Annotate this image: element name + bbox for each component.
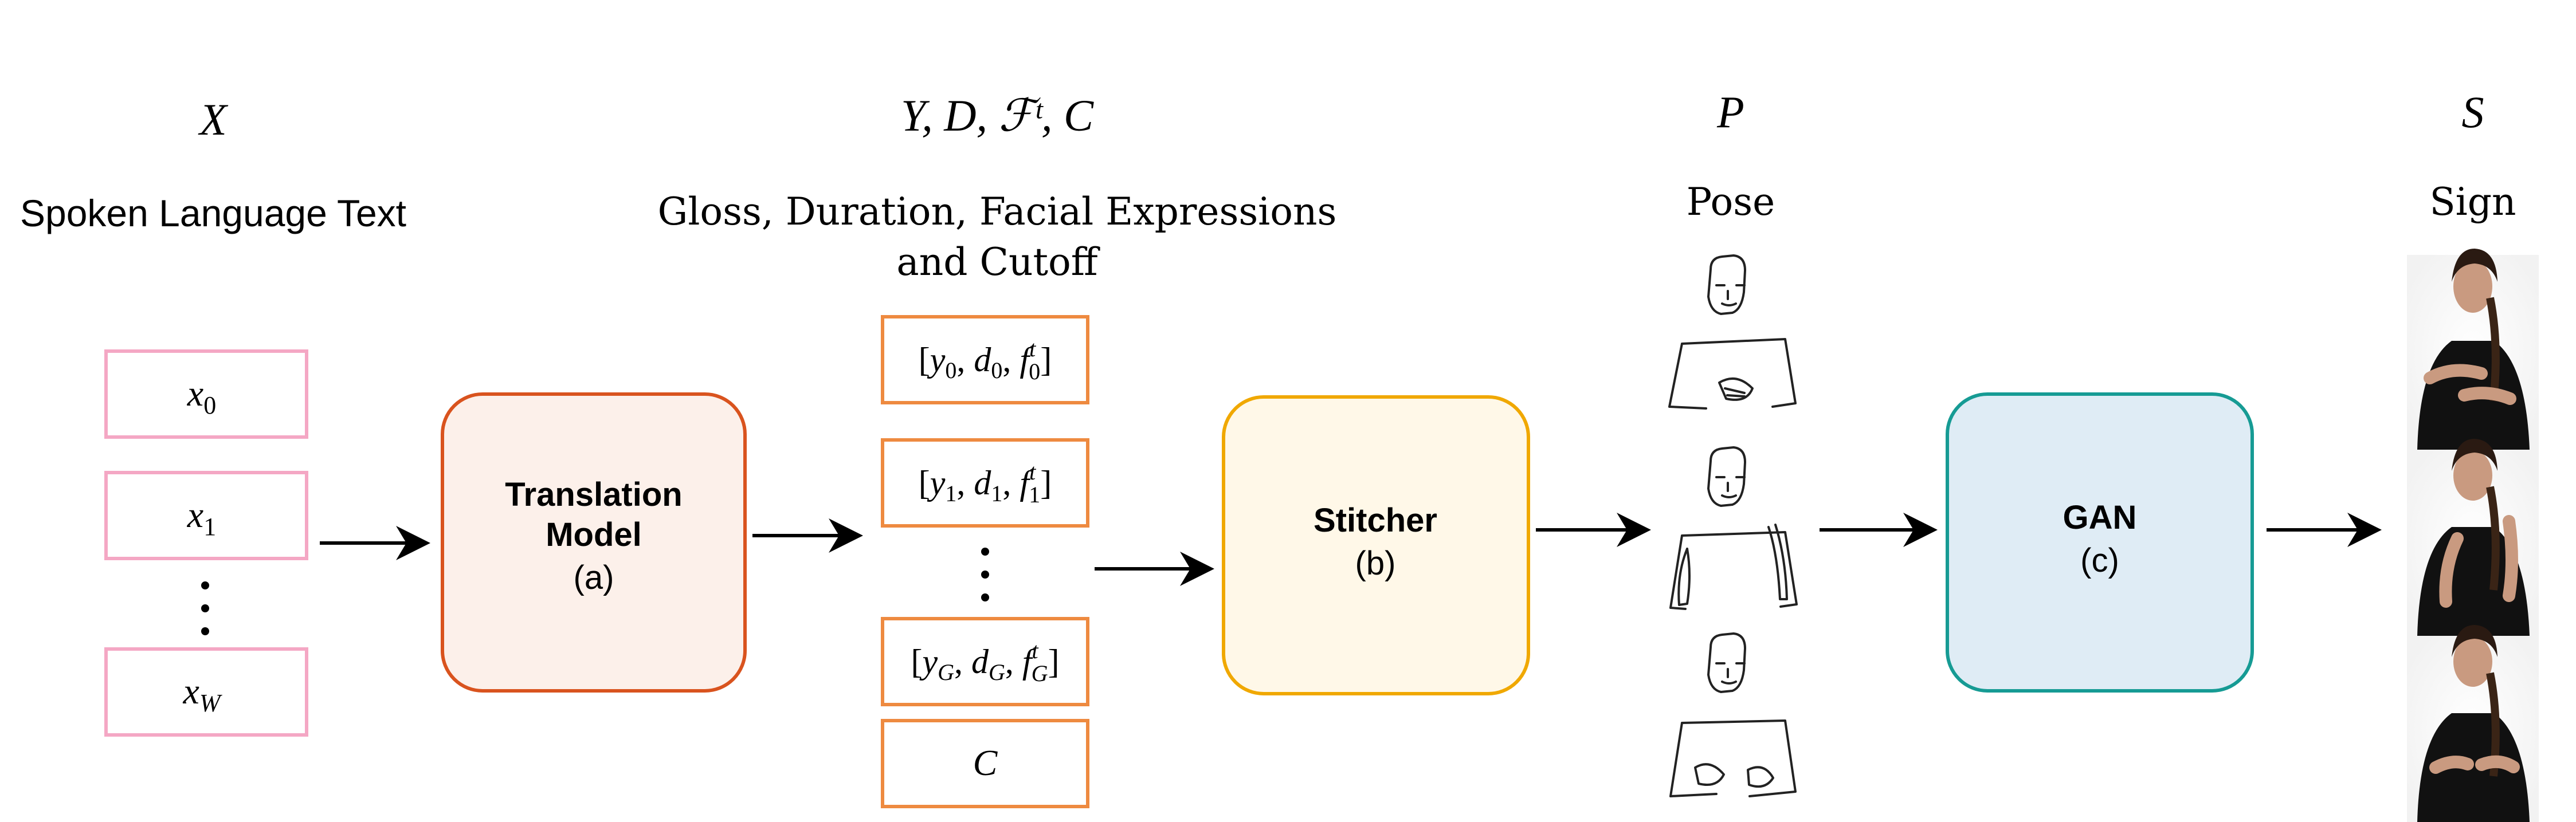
gan-box: GAN (c) [1946,392,2254,693]
input-token-w: xW [104,647,308,737]
output-label-line2: and Cutoff [896,240,1100,284]
cutoff-symbol: C [973,742,998,783]
input-token-0: x0 [104,349,308,439]
output-symbol: Y, D, ℱᵗ, C [901,91,1094,140]
signer-frame-3 [2407,625,2539,822]
input-symbol: X [198,95,229,144]
signer-frame-2 [2407,439,2539,636]
stitcher-tag: (b) [1355,545,1396,582]
pose-skeleton-2 [1669,446,1798,610]
output-label-line1: Gloss, Duration, Facial Expressions [658,190,1337,234]
sign-symbol: S [2462,87,2484,137]
gloss-ellipsis [981,548,989,601]
input-token-1: x1 [104,471,308,560]
gan-tag: (c) [2080,542,2119,579]
sign-label: Sign [2429,180,2516,224]
cutoff-box: C [881,719,1089,808]
translation-title-line1: Translation [505,476,682,513]
stitcher-box: Stitcher (b) [1222,395,1530,695]
input-ellipsis [201,581,209,635]
stitcher-title: Stitcher [1314,502,1437,539]
translation-tag: (a) [574,559,614,596]
gan-title: GAN [2063,499,2137,536]
pose-skeleton-3 [1669,632,1797,797]
svg-text:x1: x1 [187,494,216,541]
pose-skeleton-1 [1668,254,1797,410]
translation-model-box: Translation Model (a) [441,392,747,693]
svg-text:[y1, d1, ft1]: [y1, d1, ft1] [919,459,1052,508]
pose-symbol: P [1716,87,1744,137]
translation-title-line2: Model [546,516,642,553]
signer-frame-1 [2407,249,2539,450]
svg-text:[yG, dG, ftG]: [yG, dG, ftG] [911,638,1059,686]
svg-text:x0: x0 [187,373,216,419]
input-label: Spoken Language Text [20,192,406,234]
pose-label: Pose [1687,180,1775,224]
svg-text:xW: xW [182,671,222,717]
svg-text:[y0, d0, ft0]: [y0, d0, ft0] [919,336,1052,384]
